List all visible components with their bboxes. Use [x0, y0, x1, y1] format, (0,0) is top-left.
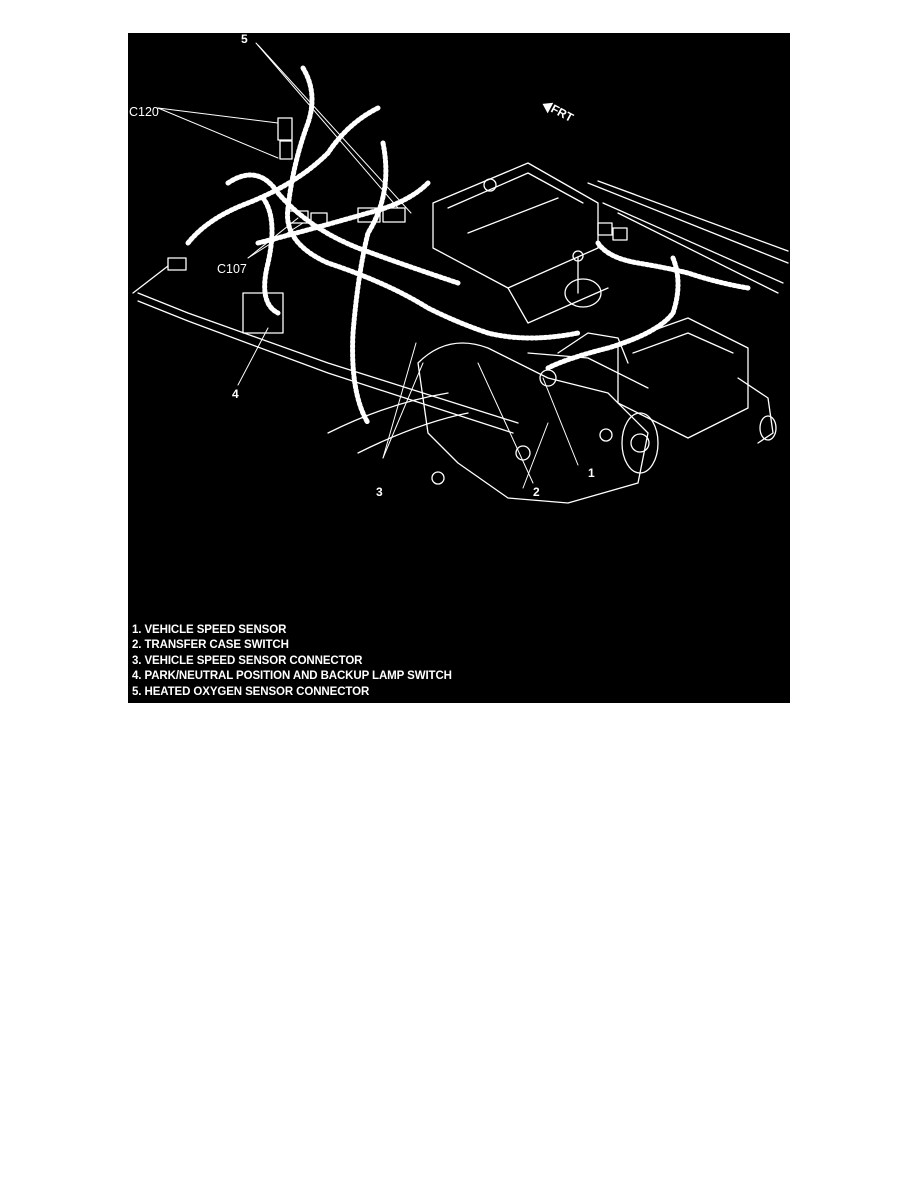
legend-item: 4. PARK/NEUTRAL POSITION AND BACKUP LAMP… — [132, 670, 452, 683]
wiring-harness-icon — [185, 65, 751, 426]
legend-item: 5. HEATED OXYGEN SENSOR CONNECTOR — [132, 685, 370, 698]
connector-label-c107: C107 — [217, 262, 247, 276]
diagram-panel: 5 C120 C107 4 3 2 1 FRT 1. VEHICLE SPEED… — [128, 33, 790, 703]
callout-1: 1 — [588, 466, 595, 480]
transmission-icon — [327, 332, 659, 504]
callout-4: 4 — [232, 387, 239, 401]
catalytic-converter-icon — [432, 162, 609, 324]
callout-3: 3 — [376, 485, 383, 499]
bolt-icons — [483, 178, 584, 294]
connector-icons — [132, 117, 628, 334]
legend-item: 1. VEHICLE SPEED SENSOR — [132, 624, 287, 636]
legend: 1. VEHICLE SPEED SENSOR 2. TRANSFER CASE… — [132, 623, 452, 700]
callout-5: 5 — [241, 32, 248, 46]
connector-label-c120: C120 — [129, 105, 159, 119]
wiring-harness-illustration — [132, 42, 789, 504]
callout-2: 2 — [533, 485, 540, 499]
leader-lines — [157, 42, 579, 489]
legend-item: 3. VEHICLE SPEED SENSOR CONNECTOR — [132, 654, 363, 667]
legend-item: 2. TRANSFER CASE SWITCH — [132, 639, 289, 652]
